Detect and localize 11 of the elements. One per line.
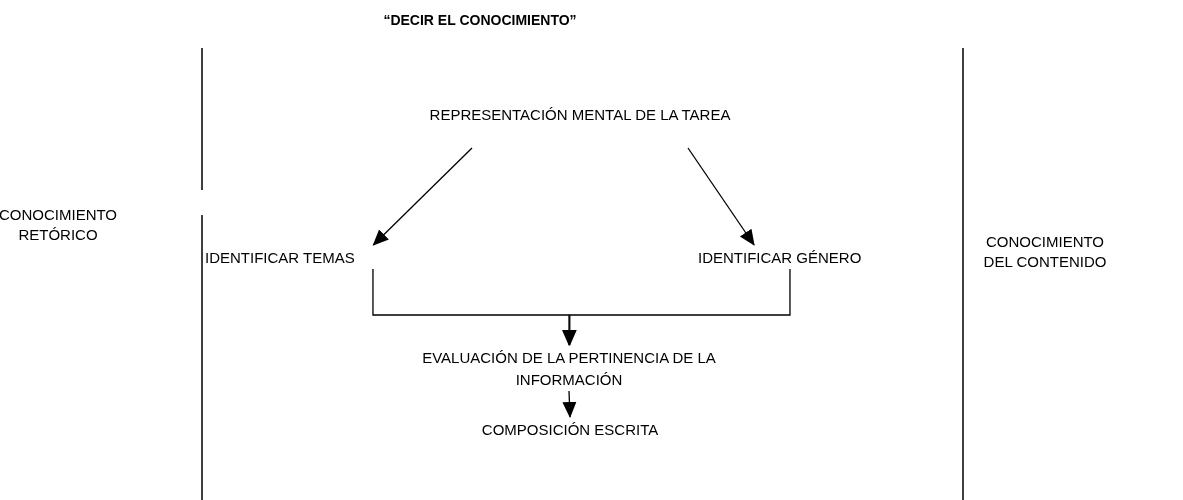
arrow — [562, 390, 577, 418]
side-label: CONOCIMIENTO RETÓRICO — [0, 205, 119, 245]
side-label: CONOCIMIENTO DEL CONTENIDO — [982, 232, 1108, 272]
step-text: IDENTIFICAR GÉNERO — [698, 247, 868, 269]
step-text: EVALUACIÓN DE LA PERTINENCIA DE LA INFORMACIÓN — [374, 347, 764, 391]
diagram-title: “DECIR EL CONOCIMIENTO” — [382, 12, 578, 28]
arrow — [372, 147, 473, 246]
step-text: IDENTIFICAR TEMAS — [205, 247, 375, 269]
step-text: REPRESENTACIÓN MENTAL DE LA TAREA — [400, 104, 760, 148]
arrow — [687, 147, 755, 246]
step-text: COMPOSICIÓN ESCRITA — [420, 419, 720, 441]
